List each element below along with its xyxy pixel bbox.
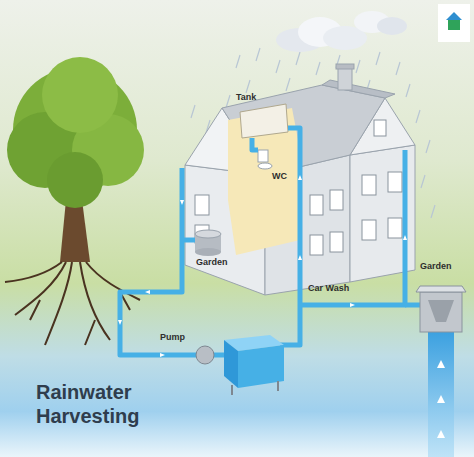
- garden-pot: [195, 230, 221, 256]
- storage-tank: [224, 335, 284, 395]
- part-label: WC: [272, 172, 287, 182]
- logo: [438, 4, 470, 42]
- flow-arrows: [118, 175, 407, 357]
- part-label: Tank: [236, 93, 256, 103]
- part-label: Garden: [420, 262, 452, 272]
- diagram-title: Rainwater Harvesting: [36, 380, 161, 428]
- part-label: Car Wash: [308, 284, 349, 294]
- clouds: [276, 11, 407, 52]
- pump: [196, 346, 214, 364]
- part-label: Garden: [196, 258, 228, 268]
- part-label: Pump: [160, 333, 185, 343]
- tree: [5, 57, 144, 345]
- recharge-well: [416, 286, 466, 457]
- pipes: [120, 128, 420, 355]
